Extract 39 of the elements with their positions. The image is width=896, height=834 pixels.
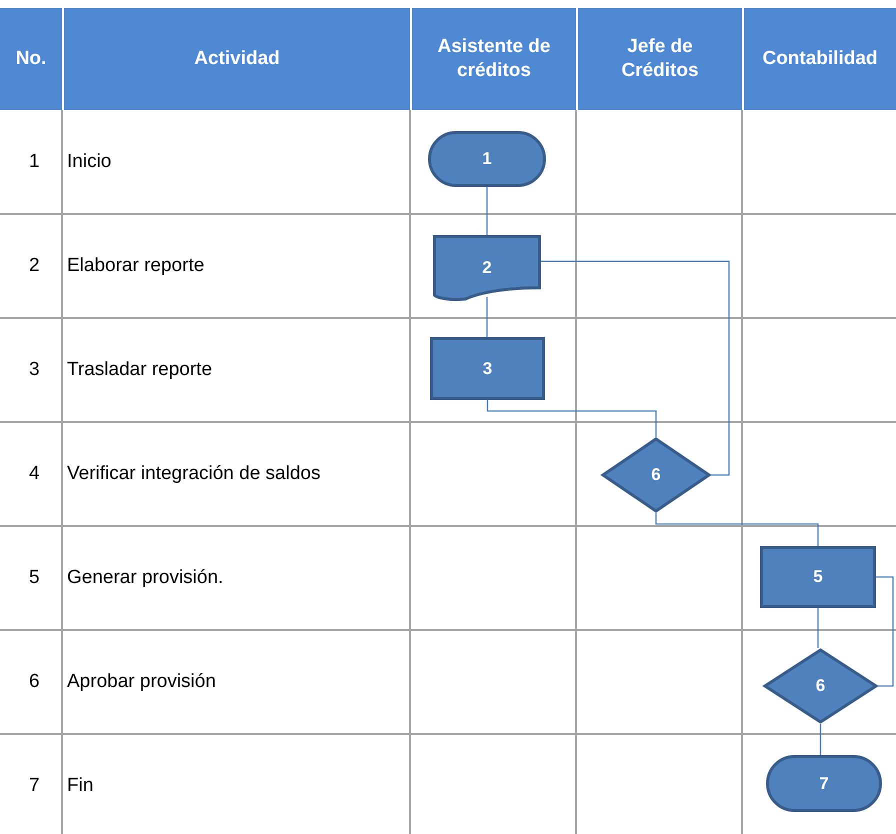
- step-number: 6: [816, 676, 826, 696]
- step-number: 3: [482, 358, 492, 378]
- row-number: 7: [29, 775, 40, 797]
- row-number: 2: [29, 255, 40, 277]
- activity-text: Elaborar reporte: [67, 255, 204, 277]
- row-number: 6: [29, 671, 40, 693]
- column-header: Contabilidad: [742, 8, 896, 110]
- step-number: 5: [813, 567, 823, 587]
- connector-line: [541, 260, 730, 476]
- activity-text: Trasladar reporte: [67, 359, 212, 381]
- activity-text: Fin: [67, 775, 94, 797]
- activity-text: Generar provisión.: [67, 567, 224, 589]
- step-number: 7: [819, 774, 829, 794]
- process-box: [430, 337, 545, 400]
- decision-diamond: [763, 648, 878, 724]
- column-header: No.: [0, 8, 62, 110]
- row-number: 3: [29, 359, 40, 381]
- column-header: Jefe de Créditos: [576, 8, 742, 110]
- step-number: 6: [651, 465, 661, 485]
- step-number: 2: [482, 258, 492, 278]
- connector-line: [486, 297, 488, 337]
- connector-line: [655, 513, 819, 546]
- step-number: 1: [482, 149, 492, 169]
- row-number: 1: [29, 151, 40, 173]
- row-number: 5: [29, 567, 40, 589]
- document-shape: [433, 235, 541, 301]
- row-number: 4: [29, 463, 40, 485]
- column-header: Asistente de créditos: [410, 8, 576, 110]
- activity-text: Inicio: [67, 151, 112, 173]
- activity-text: Verificar integración de saldos: [67, 463, 320, 485]
- connector-line: [876, 576, 894, 687]
- decision-diamond: [601, 437, 711, 513]
- process-box: [760, 546, 876, 608]
- connector-line: [817, 608, 819, 648]
- connector-line: [486, 187, 488, 235]
- column-header: Actividad: [62, 8, 410, 110]
- activity-text: Aprobar provisión: [67, 671, 216, 693]
- connector-line: [486, 400, 657, 437]
- connector-line: [820, 724, 822, 755]
